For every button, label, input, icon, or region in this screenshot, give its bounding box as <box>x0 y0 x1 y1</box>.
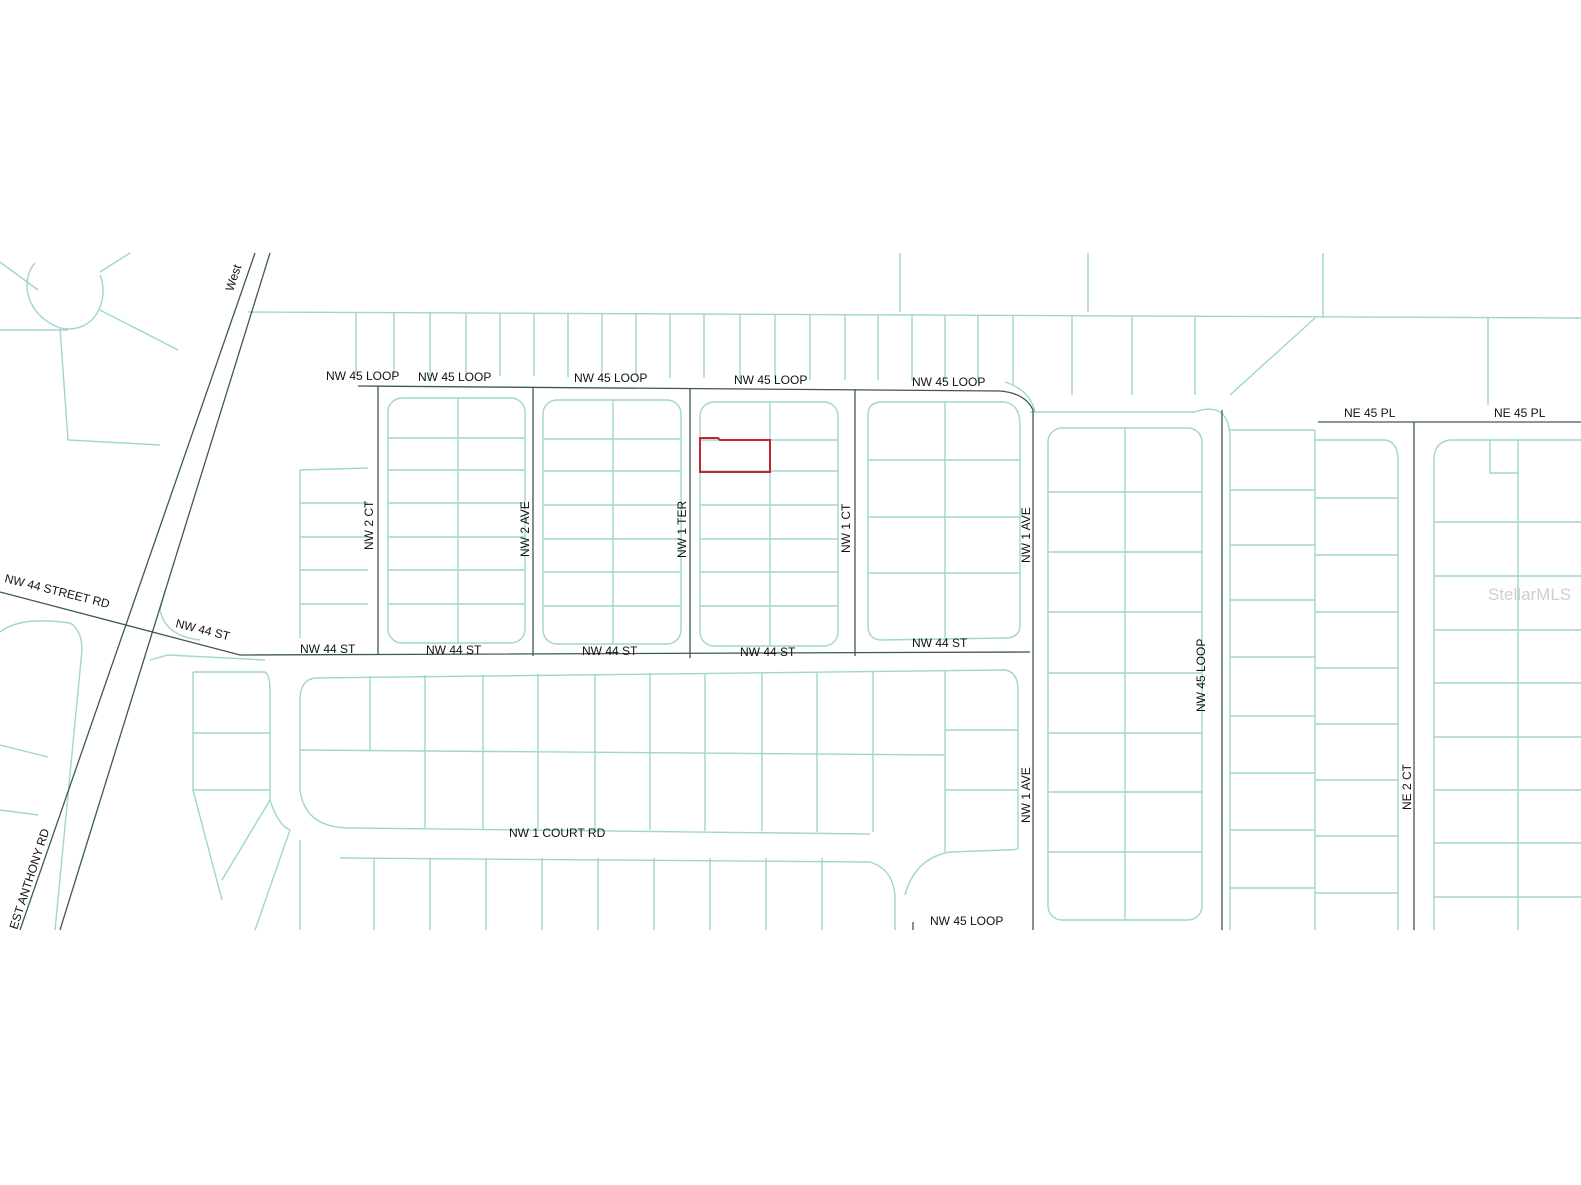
label-nw-1-court-rd: NW 1 COURT RD <box>509 826 606 840</box>
label-nw-44-st-c: NW 44 ST <box>426 643 482 657</box>
label-nw-44-st-b: NW 44 ST <box>300 642 356 656</box>
label-ne-45-pl-b: NE 45 PL <box>1494 406 1546 420</box>
label-west-anthony-rd: EST ANTHONY RD <box>7 827 53 931</box>
label-nw-44-st-f: NW 44 ST <box>912 636 968 650</box>
label-nw-44-st-d: NW 44 ST <box>582 644 638 658</box>
label-nw-1-ave-top: NW 1 AVE <box>1019 507 1033 563</box>
label-nw-1-ter: NW 1 TER <box>675 501 689 558</box>
label-nw-44-street-rd: NW 44 STREET RD <box>3 571 111 611</box>
label-nw-2-ave: NW 2 AVE <box>518 501 532 557</box>
label-nw-45-loop-d: NW 45 LOOP <box>734 373 807 387</box>
label-nw-2-ct: NW 2 CT <box>362 500 376 550</box>
label-nw-45-loop-a: NW 45 LOOP <box>326 369 399 383</box>
label-nw-45-loop-c: NW 45 LOOP <box>574 371 647 385</box>
label-nw-1-ave-bottom: NW 1 AVE <box>1019 767 1033 823</box>
label-nw-45-loop-b: NW 45 LOOP <box>418 370 491 384</box>
label-nw-1-ct: NW 1 CT <box>839 503 853 553</box>
parcel-lines <box>0 252 1581 931</box>
label-ne-2-ct: NE 2 CT <box>1400 763 1414 810</box>
label-nw-44-st-e: NW 44 ST <box>740 645 796 659</box>
label-west-rd: West <box>223 262 245 293</box>
label-nw-45-loop-e: NW 45 LOOP <box>912 375 985 389</box>
label-nw-45-loop-bottom: NW 45 LOOP <box>930 914 1003 928</box>
stellarmls-watermark: StellarMLS <box>1488 585 1571 604</box>
label-nw-45-loop-right: NW 45 LOOP <box>1194 639 1208 712</box>
subject-parcel-highlight <box>699 437 771 473</box>
road-lines <box>0 252 1581 931</box>
label-ne-45-pl-a: NE 45 PL <box>1344 406 1396 420</box>
